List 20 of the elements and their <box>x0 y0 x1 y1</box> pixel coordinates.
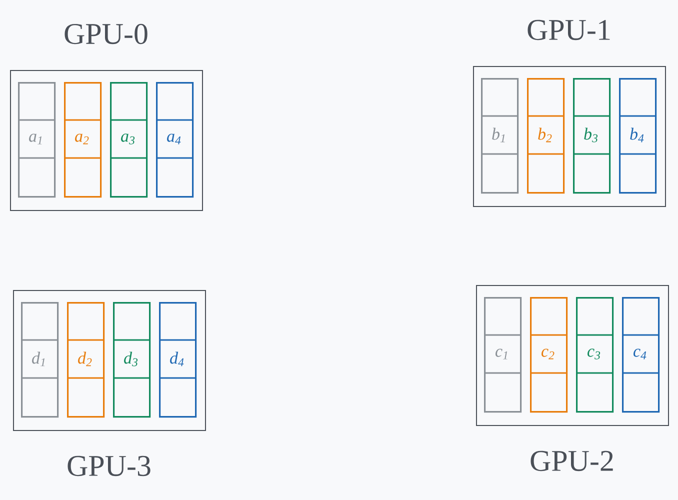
gpu-title: GPU-0 <box>64 24 148 44</box>
memory-column: b$_{2}$ <box>526 78 565 194</box>
memory-column: a$_{4}$ <box>155 82 194 198</box>
memory-column: d$_{3}$ <box>112 302 151 418</box>
memory-column: d$_{1}$ <box>20 302 59 418</box>
memory-column: a$_{3}$ <box>109 82 148 198</box>
gpu-title: GPU-2 <box>530 450 613 472</box>
memory-column: a$_{2}$ <box>63 82 102 198</box>
memory-column: b$_{4}$ <box>618 78 657 194</box>
memory-column: b$_{3}$ <box>572 78 611 194</box>
memory-column: a$_{1}$ <box>17 82 56 198</box>
gpu-title: GPU-1 <box>528 20 610 40</box>
memory-column: c$_{3}$ <box>575 297 614 413</box>
memory-column: c$_{1}$ <box>483 297 522 413</box>
memory-column: c$_{2}$ <box>529 297 568 413</box>
memory-column: d$_{2}$ <box>66 302 105 418</box>
memory-column: d$_{4}$ <box>158 302 197 418</box>
memory-column: c$_{4}$ <box>621 297 660 413</box>
gpu-title: GPU-3 <box>68 456 150 476</box>
memory-column: b$_{1}$ <box>480 78 519 194</box>
